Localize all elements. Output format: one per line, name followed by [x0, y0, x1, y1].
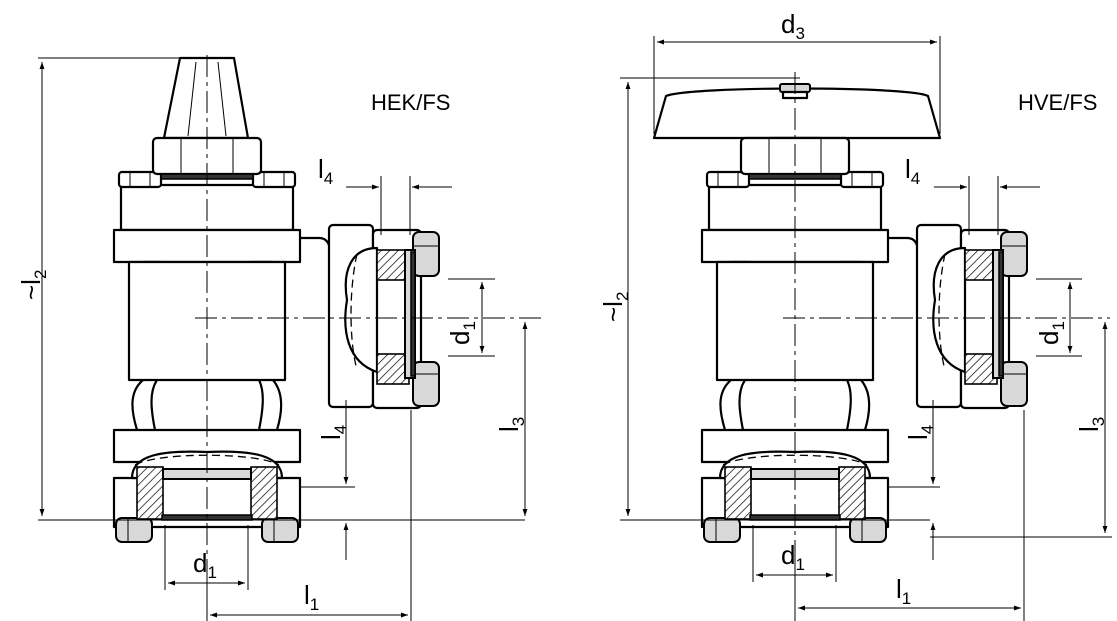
- label-l3-right: l3: [1074, 417, 1108, 432]
- label-l1-right: l1: [896, 574, 911, 608]
- title-hve-fs: HVE/FS: [1018, 90, 1097, 115]
- label-l2-right: ~l2: [598, 292, 632, 322]
- label-l4-top-right: l4: [905, 154, 920, 188]
- label-d1-right-left: d1: [445, 321, 479, 345]
- drawing-hek-fs: ~l2 l4 d1 l3 l4 d1: [16, 55, 545, 621]
- label-l1-left: l1: [304, 580, 319, 614]
- label-l3-left: l3: [494, 417, 528, 432]
- title-hek-fs: HEK/FS: [371, 90, 450, 115]
- label-d3: d3: [781, 9, 805, 43]
- label-d1-right-right: d1: [1034, 321, 1068, 345]
- drawing-hve-fs: d3 ~l2 l4 d1 l3: [598, 9, 1112, 621]
- label-d1-bottom-left: d1: [193, 548, 217, 582]
- label-d1-bottom-right: d1: [781, 540, 805, 574]
- label-l4-top-left: l4: [318, 154, 333, 188]
- label-l4-lower-right: l4: [903, 425, 937, 440]
- label-l2-left: ~l2: [16, 270, 50, 300]
- label-l4-lower-left: l4: [316, 425, 350, 440]
